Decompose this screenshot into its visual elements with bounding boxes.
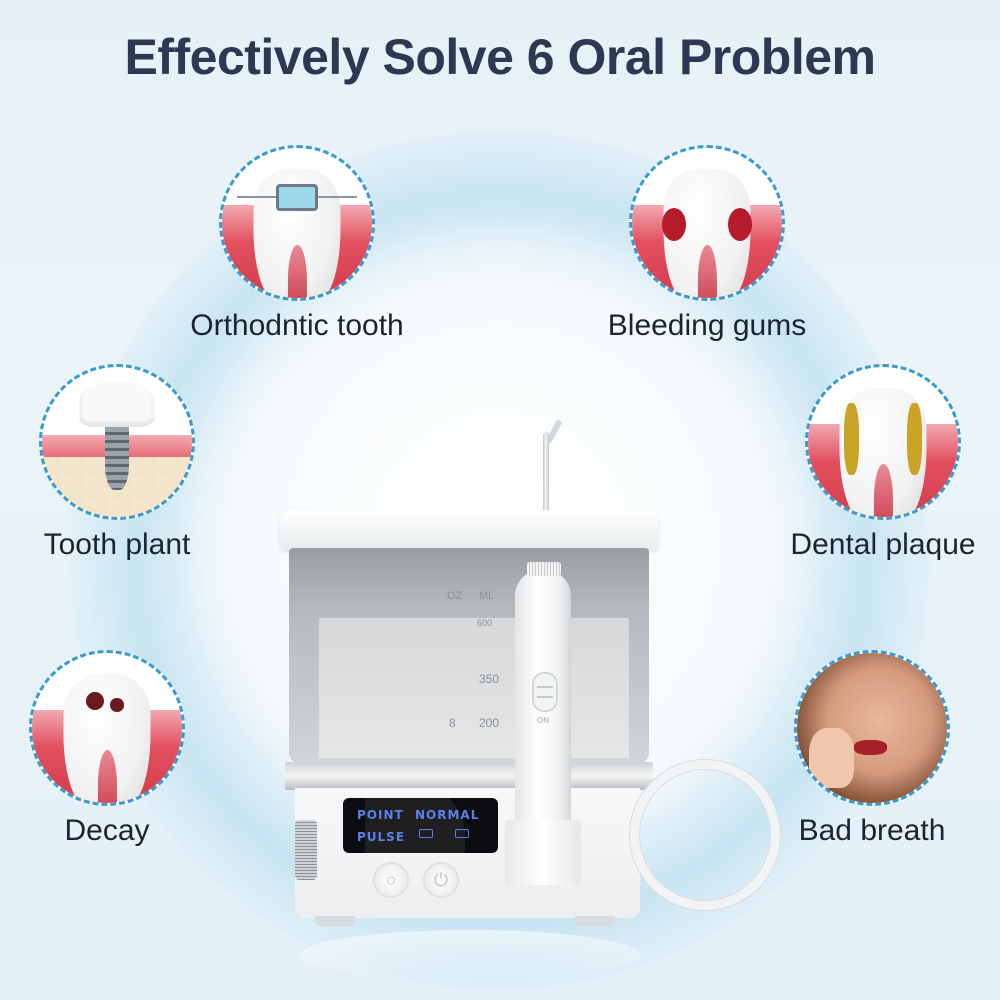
battery-icon — [455, 829, 469, 838]
mode-point: POINT — [357, 808, 404, 822]
scale-mark: 200 — [479, 716, 500, 730]
nozzle — [543, 432, 549, 564]
mode-normal: NORMAL — [415, 808, 480, 822]
problem-label: Dental plaque — [790, 528, 976, 561]
problem-label: Bleeding gums — [607, 309, 807, 342]
problem-label: Orthodntic tooth — [190, 309, 404, 342]
scale-unit-ml: ML — [479, 590, 495, 602]
problem-bleeding-gums: Bleeding gums — [587, 145, 827, 343]
power-button[interactable]: ⏻ — [423, 862, 459, 898]
hose — [630, 760, 780, 910]
foot — [575, 916, 615, 926]
pressure-dial[interactable] — [295, 820, 317, 880]
problem-bad-breath: Bad breath — [752, 650, 992, 848]
bad-breath-photo — [794, 650, 950, 806]
problem-decay: Decay — [0, 650, 227, 848]
problem-label: Tooth plant — [43, 528, 191, 561]
reflection — [300, 930, 640, 980]
page-title: Effectively Solve 6 Oral Problem — [124, 29, 877, 85]
handle-collar — [527, 562, 561, 576]
tank-lid — [280, 510, 658, 550]
water-tank: OZ ML 600 350 200 8 — [289, 548, 649, 763]
problem-label: Bad breath — [798, 814, 946, 847]
scale-mark: 600 — [477, 618, 493, 628]
indicator-icon — [419, 829, 433, 838]
mode-button[interactable]: ○ — [373, 862, 409, 898]
problem-dental-plaque: Dental plaque — [763, 364, 1000, 562]
mode-pulse: PULSE — [357, 830, 406, 844]
foot — [315, 916, 355, 926]
tooth-braces-icon — [219, 145, 375, 301]
bleeding-gums-icon — [629, 145, 785, 301]
scale-mark: 8 — [449, 716, 456, 730]
dental-implant-icon — [39, 364, 195, 520]
problem-label: Decay — [64, 814, 150, 847]
handle-switch[interactable] — [532, 672, 558, 712]
chrome-band — [285, 762, 653, 790]
scale-unit-oz: OZ — [447, 590, 463, 602]
tooth-decay-icon — [29, 650, 185, 806]
problem-orthodontic: Orthodntic tooth — [177, 145, 417, 343]
scale-mark: 350 — [479, 672, 500, 686]
dental-plaque-icon — [805, 364, 961, 520]
handle-holder — [505, 820, 581, 885]
problem-tooth-implant: Tooth plant — [0, 364, 237, 562]
water-flosser: OZ ML 600 350 200 8 POINT NORMAL PULSE ○… — [275, 419, 780, 930]
lcd-display: POINT NORMAL PULSE — [343, 798, 498, 853]
switch-label: ON — [537, 716, 549, 725]
